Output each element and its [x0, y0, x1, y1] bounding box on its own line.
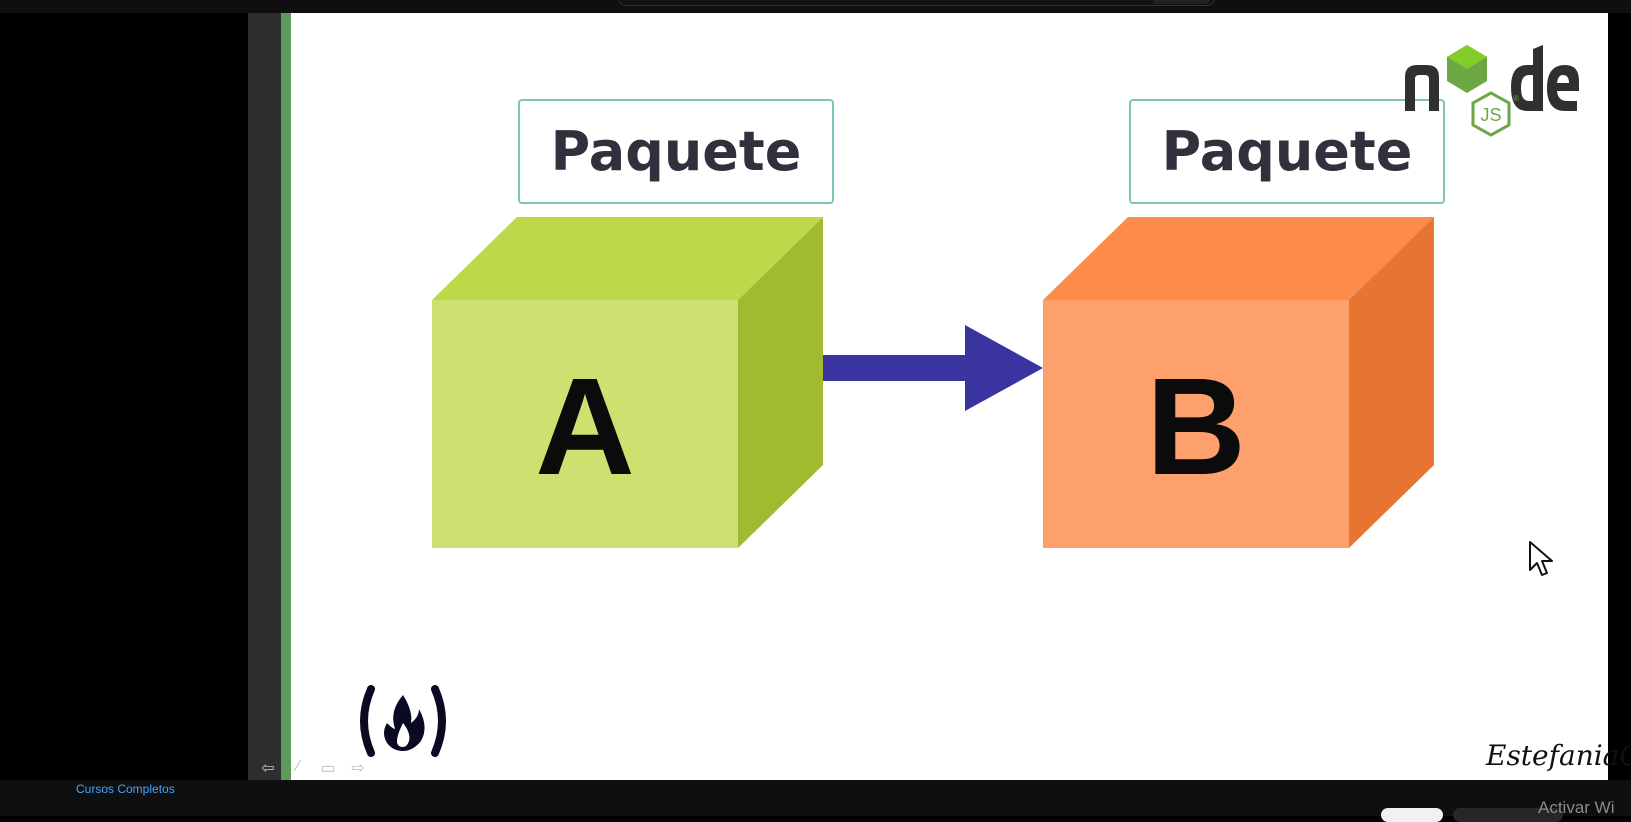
node-logo-letters [1405, 45, 1579, 111]
screen-icon[interactable]: ▭ [320, 760, 336, 777]
slide-controls: ⇦ ⁄ ▭ ⇨ [258, 758, 368, 778]
search-input[interactable] [618, 0, 1215, 6]
windows-activation-watermark: Activar Wi [1538, 798, 1615, 817]
search-button[interactable] [1153, 0, 1211, 4]
mouse-pointer-icon [1529, 541, 1553, 576]
signature: EstefaniaCN [1486, 739, 1631, 772]
video-player[interactable]: Paquete Paquete A B JS ® EstefaniaCN [248, 13, 1631, 780]
node-js-badge: JS [1480, 105, 1501, 125]
cube-a-top [432, 217, 823, 300]
back-arrow-icon[interactable]: ⇦ [261, 760, 275, 777]
playlist-link[interactable]: Cursos Completos [76, 782, 175, 796]
node-hexagon-highlight [1447, 45, 1487, 69]
slide-sidebar [248, 13, 281, 780]
arrow-shaft [823, 355, 965, 381]
registered-mark-icon: ® [1513, 94, 1519, 103]
subscribe-button[interactable] [1381, 808, 1443, 822]
cube-b-top [1043, 217, 1434, 300]
nodejs-logo: JS ® [1405, 45, 1579, 137]
video-info-bar: Cursos Completos Activar Wi [0, 780, 1631, 822]
left-panel [0, 13, 248, 780]
cube-a-side [738, 217, 823, 548]
pen-icon[interactable]: ⁄ [296, 758, 300, 775]
cube-b-letter: B [1146, 350, 1246, 504]
cube-a-letter: A [535, 350, 635, 504]
node-js-hexagon [1471, 91, 1511, 137]
top-bar [0, 0, 1631, 13]
cube-b-side [1349, 217, 1434, 548]
slide-canvas: Paquete Paquete A B JS ® EstefaniaCN [291, 13, 1631, 780]
video-title [76, 802, 456, 816]
package-label-a: Paquete [518, 99, 834, 204]
cube-a-front [432, 300, 738, 548]
arrow-head [965, 325, 1043, 411]
cube-b-front [1043, 300, 1349, 548]
forward-arrow-icon[interactable]: ⇨ [351, 760, 365, 777]
freecodecamp-flame-icon [360, 685, 446, 757]
slide-accent-bar [281, 13, 291, 780]
package-label-b: Paquete [1129, 99, 1445, 204]
cube-diagram [432, 217, 1434, 548]
